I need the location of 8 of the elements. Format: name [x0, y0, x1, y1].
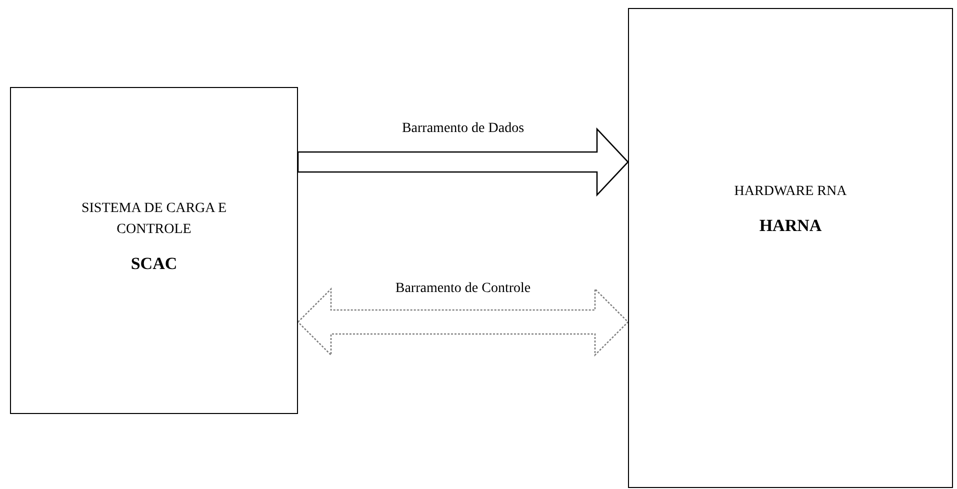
block-box	[10, 87, 298, 414]
block-arrow	[297, 127, 629, 197]
block-acronym: SCAC	[130, 254, 178, 274]
block-title: SISTEMA DE CARGA E CONTROLE	[80, 200, 228, 238]
block-arrow	[297, 287, 629, 357]
block-box	[628, 8, 953, 488]
block-title: HARDWARE RNA	[733, 182, 848, 200]
block-acronym: HARNA	[759, 216, 822, 236]
